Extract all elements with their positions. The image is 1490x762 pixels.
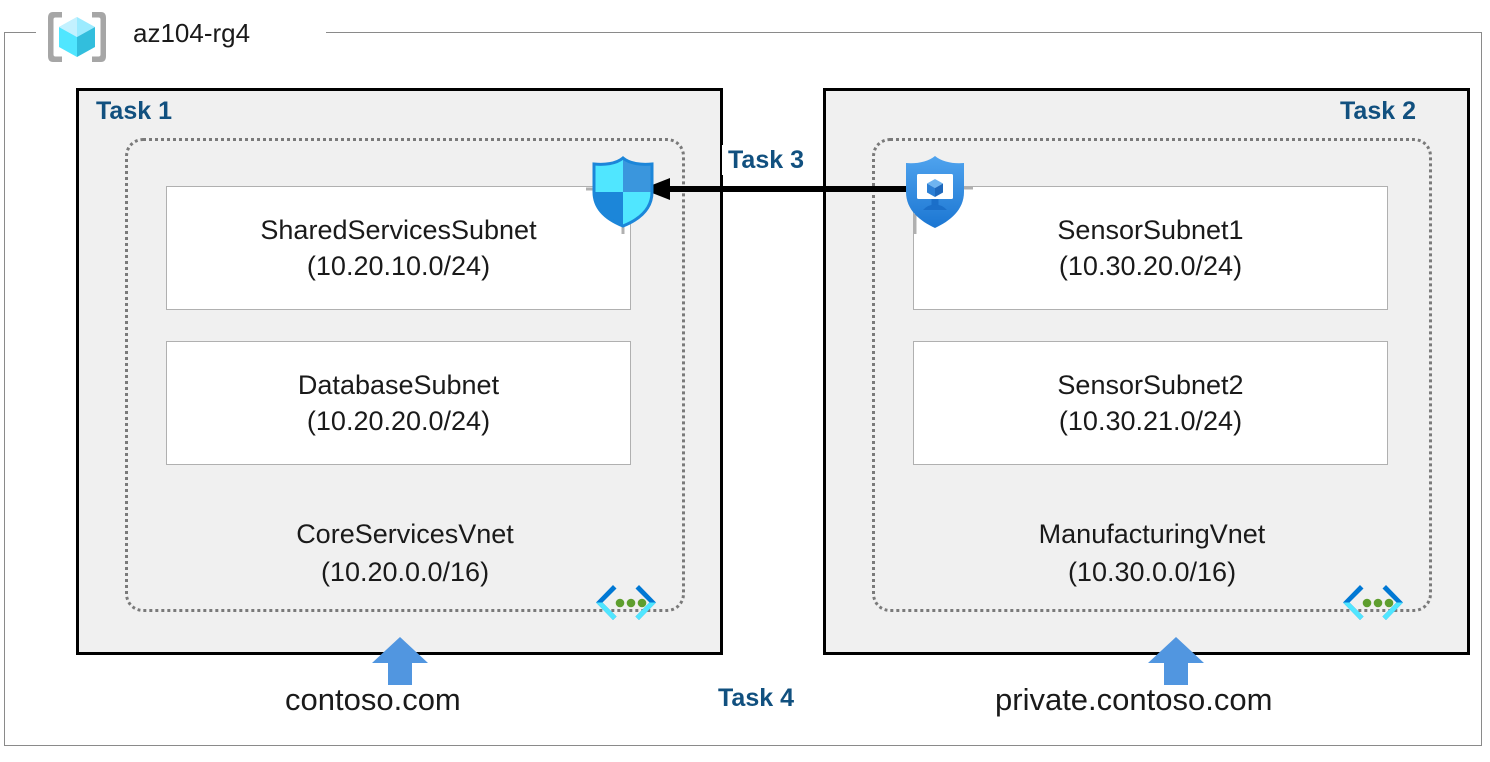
vnet-manufacturing-boundary <box>872 138 1432 612</box>
task4-label: Task 4 <box>718 684 794 712</box>
subnet-sensor2: SensorSubnet2 (10.30.21.0/24) <box>913 341 1388 465</box>
subnet-cidr: (10.30.20.0/24) <box>1058 251 1243 281</box>
vm-protection-shield-icon <box>897 152 973 234</box>
vnet-coreservices-boundary <box>125 138 685 612</box>
resource-group-name: az104-rg4 <box>133 18 251 48</box>
virtual-network-icon <box>1340 582 1406 626</box>
vnet-name: CoreServicesVnet <box>296 519 514 549</box>
vnet-name: ManufacturingVnet <box>1038 519 1266 549</box>
resource-group-frame <box>4 32 1482 746</box>
subnet-name: DatabaseSubnet <box>297 370 500 400</box>
vnet-cidr: (10.30.0.0/16) <box>1067 557 1237 587</box>
subnet-name: SharedServicesSubnet <box>260 215 537 245</box>
subnet-name: SensorSubnet2 <box>1057 370 1244 400</box>
task2-label: Task 2 <box>1340 97 1416 125</box>
network-security-group-shield-icon <box>586 156 660 234</box>
task1-label: Task 1 <box>96 97 172 125</box>
virtual-network-icon <box>593 582 659 626</box>
subnet-name: SensorSubnet1 <box>1057 215 1244 245</box>
vnet-coreservices-label: CoreServicesVnet (10.20.0.0/16) <box>145 515 665 591</box>
up-arrow-icon <box>372 637 428 685</box>
azure-resource-group-cube-icon <box>46 9 108 65</box>
dns-zone-contoso: contoso.com <box>285 682 461 717</box>
vnet-cidr: (10.20.0.0/16) <box>320 557 490 587</box>
vnet-manufacturing-label: ManufacturingVnet (10.30.0.0/16) <box>892 515 1412 591</box>
up-arrow-icon <box>1148 637 1204 685</box>
left-arrow-peering-icon <box>640 176 908 202</box>
subnet-cidr: (10.30.21.0/24) <box>1058 406 1243 436</box>
task3-label: Task 3 <box>722 145 810 175</box>
subnet-database: DatabaseSubnet (10.20.20.0/24) <box>166 341 631 465</box>
dns-zone-private-contoso: private.contoso.com <box>995 682 1273 717</box>
subnet-cidr: (10.20.10.0/24) <box>306 251 491 281</box>
subnet-cidr: (10.20.20.0/24) <box>306 406 491 436</box>
subnet-sensor1: SensorSubnet1 (10.30.20.0/24) <box>913 186 1388 310</box>
subnet-sharedservices: SharedServicesSubnet (10.20.10.0/24) <box>166 186 631 310</box>
